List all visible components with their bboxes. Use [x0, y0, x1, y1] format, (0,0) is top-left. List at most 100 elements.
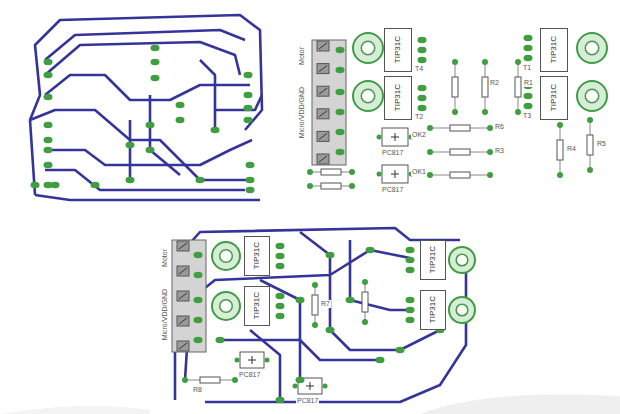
resistor-symbol — [452, 59, 458, 115]
copper-trace — [35, 195, 260, 200]
pad — [418, 47, 427, 53]
pad — [235, 358, 240, 363]
package-outline — [240, 352, 264, 368]
resistor-symbol — [307, 169, 355, 175]
pad — [151, 75, 160, 81]
pad — [487, 149, 493, 155]
pad — [194, 252, 203, 258]
part-value: TIP31C — [429, 246, 437, 273]
heatsink-mount — [449, 247, 475, 273]
resistor-body — [557, 140, 563, 160]
pad — [336, 47, 345, 53]
mount-ring — [212, 292, 240, 320]
part-name: R2 — [489, 79, 500, 87]
terminal-block — [312, 40, 346, 165]
pad — [151, 59, 160, 65]
pad — [44, 122, 53, 128]
mount-hole — [361, 41, 375, 55]
part-value: TIP31C — [394, 84, 402, 111]
heatsink-mount — [577, 33, 607, 63]
resistor-body — [200, 377, 220, 383]
pad — [211, 127, 220, 133]
resistor-body — [362, 292, 368, 312]
resistor-body — [515, 77, 521, 97]
transistor-package: TIP31C — [384, 28, 412, 72]
screw-slot — [319, 43, 327, 49]
pad — [244, 72, 253, 78]
resistor-symbol — [515, 59, 521, 115]
mount-hole — [220, 250, 233, 263]
screw-slot — [319, 156, 327, 162]
pad — [336, 67, 345, 73]
pad — [244, 105, 253, 111]
resistor-symbol — [482, 59, 488, 115]
screw-slot — [319, 111, 327, 117]
copper-trace — [150, 95, 180, 175]
part-value: TIP31C — [429, 296, 437, 323]
pad — [524, 93, 533, 99]
pad — [276, 397, 285, 403]
pad — [246, 162, 255, 168]
pad — [346, 297, 355, 303]
screw-slot — [319, 66, 327, 72]
pad — [362, 279, 368, 285]
resistor-body — [450, 149, 470, 155]
pad — [418, 85, 427, 91]
pad — [406, 257, 415, 263]
pad — [406, 247, 415, 253]
part-value: TIP31C — [550, 84, 558, 111]
resistor-symbol — [587, 117, 593, 173]
pad — [427, 172, 433, 178]
mount-hole — [456, 254, 468, 266]
resistor-body — [452, 77, 458, 97]
part-value: TIP31C — [253, 242, 261, 269]
pad — [326, 252, 335, 258]
resistor-symbol — [182, 377, 238, 383]
copper-trace — [300, 232, 440, 350]
pad — [244, 92, 253, 98]
pad — [487, 125, 493, 131]
pad — [406, 267, 415, 273]
pad — [196, 177, 205, 183]
copper-trace — [45, 75, 250, 100]
pad — [406, 317, 415, 323]
transistor-package: TIP31C — [420, 290, 446, 330]
pad — [427, 149, 433, 155]
resistor-symbol — [427, 172, 493, 178]
pad — [557, 172, 563, 178]
mount-ring — [212, 242, 240, 270]
resistor-symbol — [427, 125, 493, 131]
transistor-package: TIP31C — [420, 240, 446, 280]
screw-slot — [179, 268, 187, 274]
pad — [265, 358, 270, 363]
optocoupler-outline — [235, 352, 270, 368]
pad — [176, 102, 185, 108]
mount-ring — [449, 247, 475, 273]
pad — [418, 57, 427, 63]
copper-traces — [30, 15, 466, 402]
terminal-screw — [317, 131, 329, 141]
resistor-symbol — [362, 279, 368, 325]
terminal-block — [172, 240, 206, 352]
mount-hole — [361, 89, 375, 103]
part-name: PC817 — [296, 397, 319, 405]
pad — [246, 187, 255, 193]
copper-trace — [129, 120, 132, 180]
resistor-body — [321, 183, 341, 189]
pad — [336, 109, 345, 115]
part-name: T2 — [414, 113, 424, 121]
mount-ring — [449, 297, 475, 323]
pad — [31, 182, 40, 188]
terminal-screw — [317, 64, 329, 74]
heatsink-mount — [353, 81, 383, 111]
part-name: R8 — [192, 386, 203, 394]
pad — [276, 253, 285, 259]
package-outline — [382, 165, 408, 183]
terminal-screw — [177, 266, 189, 276]
terminal-screw — [177, 241, 189, 251]
heatsink-mount — [353, 33, 383, 63]
plus-mark — [391, 170, 399, 178]
pad — [296, 297, 305, 303]
pad — [587, 167, 593, 173]
